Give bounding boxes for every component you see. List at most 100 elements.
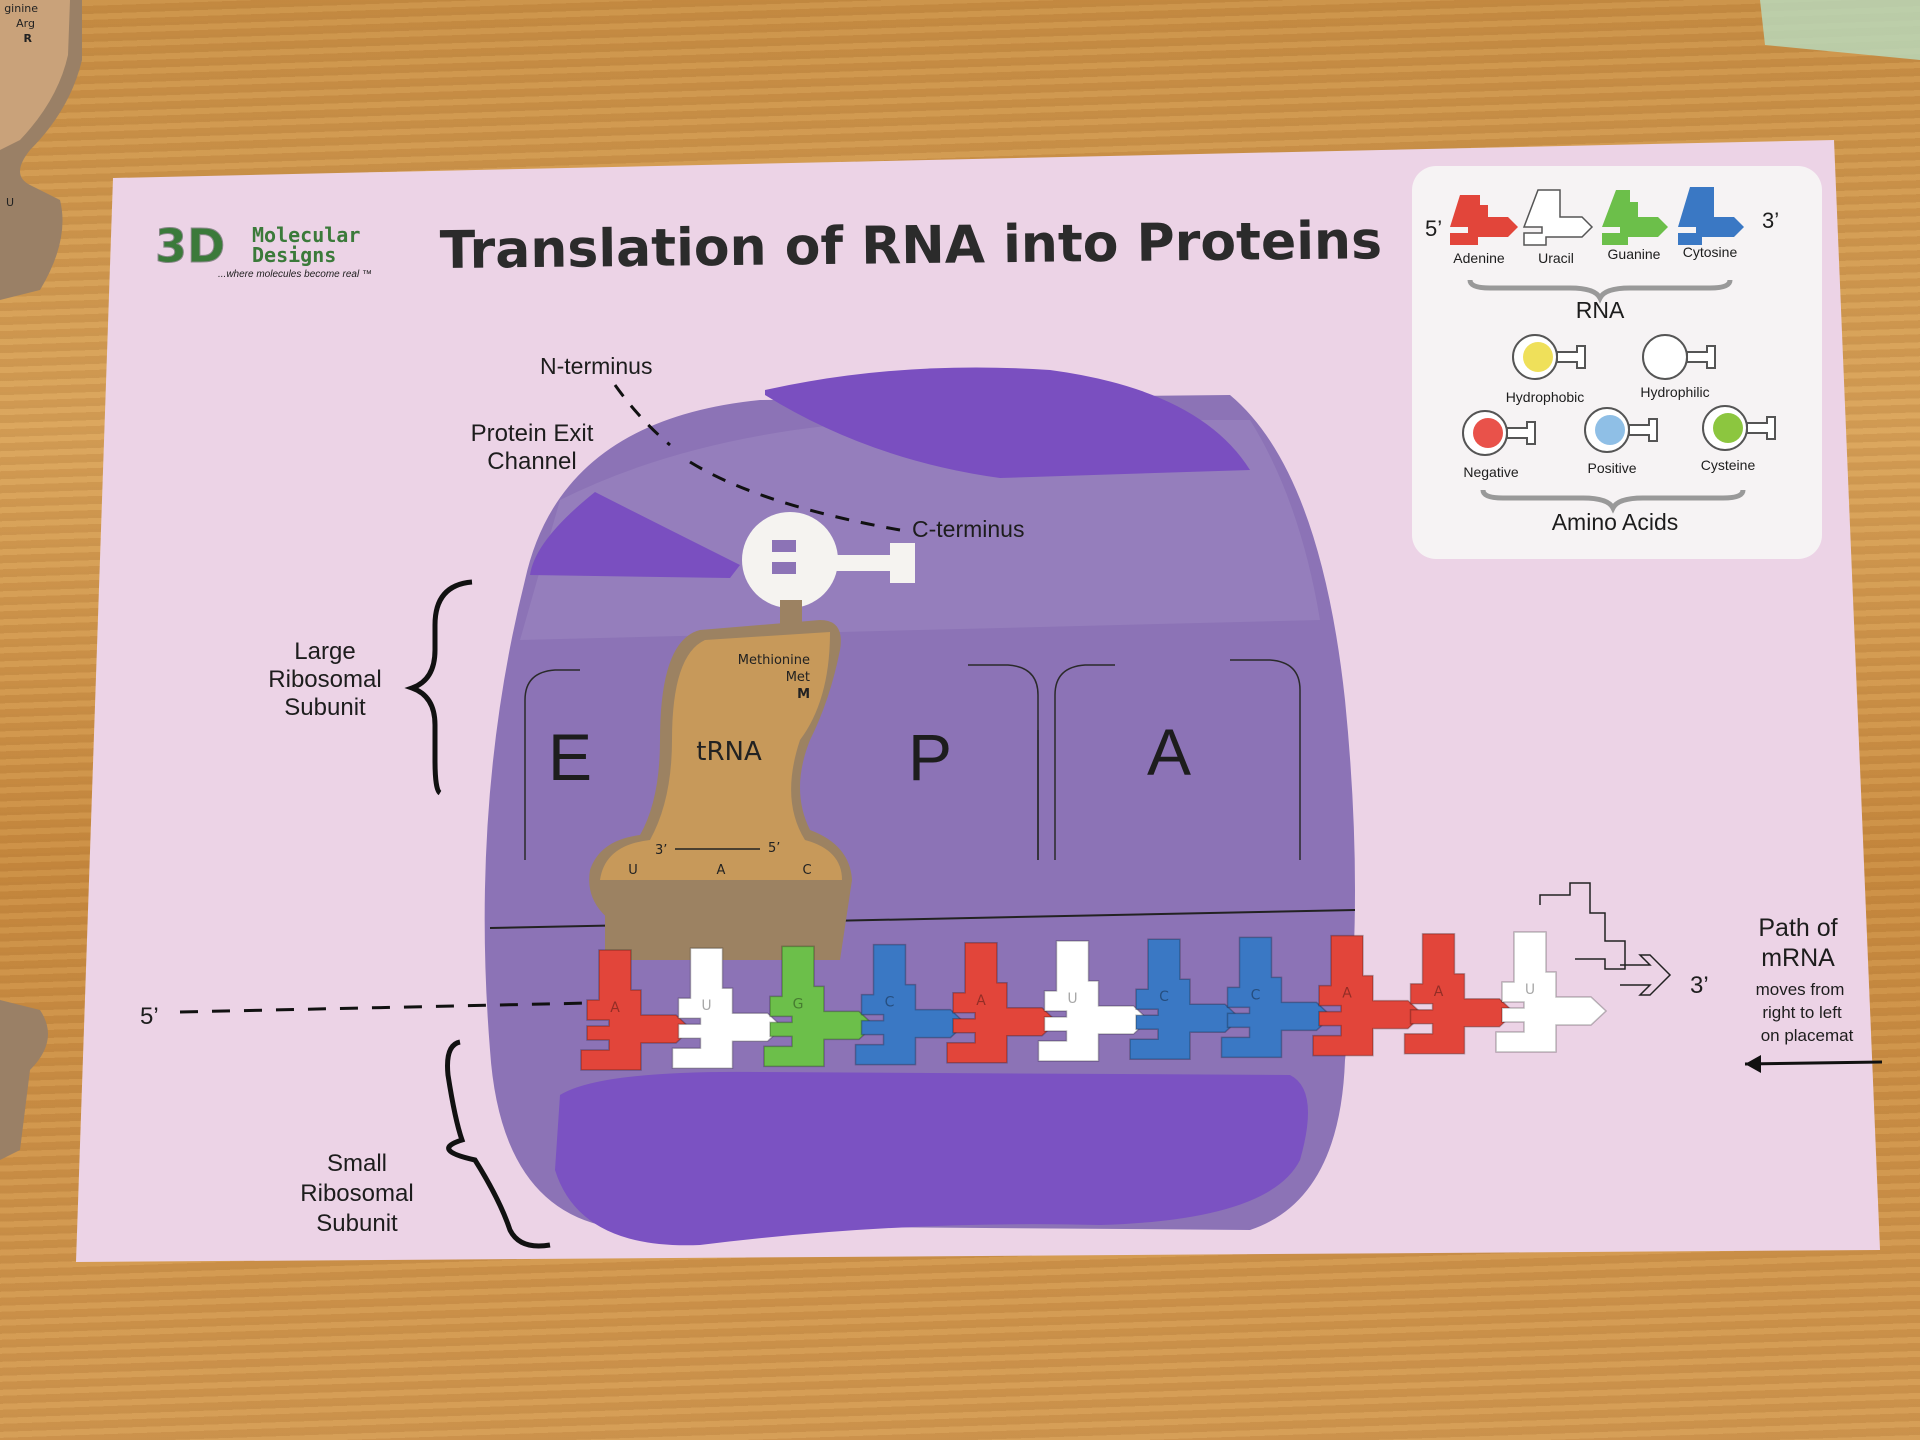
nucleotide-letter: A	[976, 993, 986, 1009]
svg-text:...where molecules become real: ...where molecules become real ™	[218, 269, 372, 280]
mrna-3prime-label: 3’	[1690, 972, 1709, 999]
mrna-nucleotide-U: U	[1495, 931, 1608, 1053]
mrna-path-outline	[1539, 882, 1626, 970]
nucleotide-letter: C	[885, 995, 895, 1011]
legend-3prime: 3’	[1762, 208, 1779, 233]
svg-text:Methionine: Methionine	[738, 653, 810, 668]
legend-base-guanine: Guanine	[1602, 190, 1668, 262]
svg-text:Guanine: Guanine	[1608, 246, 1661, 262]
svg-text:mRNA: mRNA	[1761, 944, 1835, 972]
legend-base-cytosine: Cytosine	[1678, 187, 1744, 260]
svg-text:5’: 5’	[768, 841, 780, 856]
svg-text:U: U	[628, 863, 638, 878]
c-terminus-label: C-terminus	[912, 516, 1024, 542]
mrna-nucleotide-A: A	[946, 942, 1059, 1064]
legend-box: 5’ 3’ Adenine Uracil Guanine Cytosine RN…	[1412, 166, 1822, 559]
site-a-label: A	[1147, 715, 1191, 789]
exit-channel-label: Protein Exit	[471, 420, 594, 447]
nucleotide-letter: U	[701, 998, 711, 1014]
svg-text:A: A	[717, 863, 726, 878]
mrna-nucleotide-C: C	[854, 943, 967, 1066]
svg-text:C: C	[802, 863, 811, 878]
large-subunit-brace	[404, 579, 473, 796]
site-p-label: P	[908, 720, 952, 794]
mrna-nucleotide-A: A	[1403, 933, 1516, 1055]
legend-base-uracil: Uracil	[1522, 189, 1594, 266]
mrna-nucleotide-C: C	[1220, 936, 1333, 1059]
legend-amino-acids-label: Amino Acids	[1552, 509, 1679, 535]
n-terminus-label: N-terminus	[540, 353, 652, 379]
svg-text:Met: Met	[786, 670, 810, 685]
legend-5prime: 5’	[1425, 216, 1442, 241]
svg-text:Path of: Path of	[1758, 914, 1837, 942]
svg-text:Adenine: Adenine	[1453, 250, 1505, 266]
small-subunit-brace	[445, 1039, 551, 1249]
large-subunit-label: Large	[294, 638, 355, 665]
legend-aa-hydrophilic: Hydrophilic	[1640, 334, 1716, 400]
mrna-path-note: Path of mRNA moves from right to left on…	[1744, 914, 1883, 1073]
mrna-strand: A U G C A U C C A A U	[580, 931, 1608, 1071]
svg-text:Hydrophilic: Hydrophilic	[1640, 384, 1709, 400]
small-subunit-label-3: Subunit	[316, 1210, 398, 1237]
svg-text:Negative: Negative	[1463, 464, 1518, 480]
nucleotide-letter: A	[1434, 984, 1444, 1000]
svg-text:on placemat: on placemat	[1761, 1026, 1854, 1045]
protein-path-dashed	[613, 384, 901, 532]
svg-text:Designs: Designs	[252, 243, 336, 267]
site-e-label: E	[548, 720, 592, 794]
svg-text:Cysteine: Cysteine	[1701, 457, 1756, 473]
page-title: Translation of RNA into Proteins	[440, 211, 1383, 281]
mrna-nucleotide-A: A	[580, 949, 693, 1071]
large-subunit-label-2: Ribosomal	[268, 666, 381, 693]
exit-channel-label-2: Channel	[487, 448, 576, 475]
svg-text:3’: 3’	[655, 843, 667, 858]
mrna-nucleotide-U: U	[1037, 940, 1150, 1062]
small-subunit-label-2: Ribosomal	[300, 1180, 413, 1207]
side-trna-piece: ginine Arg R U	[0, 0, 82, 1160]
mrna-5prime-label: 5’	[140, 1003, 159, 1030]
nucleotide-letter: C	[1159, 989, 1169, 1005]
svg-text:right to left: right to left	[1762, 1003, 1842, 1022]
exit-channel-piece	[530, 492, 740, 578]
small-ribosomal-subunit	[555, 1071, 1308, 1246]
side-piece-abbr: Arg	[16, 17, 35, 30]
mrna-nucleotide-A: A	[1312, 934, 1425, 1057]
mrna-5prime-dashed	[179, 1001, 591, 1014]
svg-text:M: M	[797, 687, 810, 702]
logo: 3D Molecular Designs ...where molecules …	[155, 219, 372, 281]
nucleotide-letter: U	[1067, 991, 1077, 1007]
small-subunit-label: Small	[327, 1150, 387, 1177]
legend-base-adenine: Adenine	[1450, 195, 1518, 266]
large-subunit-label-3: Subunit	[284, 694, 366, 721]
mrna-nucleotide-G: G	[763, 945, 876, 1068]
side-piece-letter: U	[6, 196, 14, 209]
svg-text:Hydrophobic: Hydrophobic	[1506, 389, 1585, 405]
svg-text:Positive: Positive	[1587, 460, 1636, 476]
nucleotide-letter: C	[1251, 987, 1261, 1003]
upper-subunit-piece	[765, 367, 1250, 478]
svg-text:3D: 3D	[155, 219, 225, 273]
legend-aa-cysteine: Cysteine	[1701, 405, 1776, 473]
svg-text:Uracil: Uracil	[1538, 250, 1574, 266]
trna-piece: Methionine Met M tRNA 3’ 5’ U A C	[589, 620, 852, 960]
svg-text:Molecular: Molecular	[252, 223, 360, 247]
legend-aa-hydrophobic: Hydrophobic	[1506, 334, 1586, 405]
legend-aa-negative: Negative	[1462, 410, 1536, 480]
plastic-bag	[1760, 0, 1920, 60]
nucleotide-letter: U	[1525, 982, 1535, 998]
nucleotide-letter: A	[610, 1000, 620, 1016]
svg-text:Cytosine: Cytosine	[1683, 244, 1738, 260]
mrna-nucleotide-C: C	[1129, 938, 1242, 1060]
svg-text:moves from: moves from	[1756, 980, 1845, 999]
ribosome-sites	[524, 659, 1301, 860]
nucleotide-letter: G	[793, 996, 804, 1012]
side-piece-code: R	[24, 32, 33, 45]
left-arrow-icon	[1744, 1060, 1883, 1066]
trna-label: tRNA	[696, 737, 762, 767]
nucleotide-letter: A	[1342, 986, 1352, 1002]
legend-aa-positive: Positive	[1584, 407, 1658, 476]
amino-acid-piece	[742, 512, 915, 628]
side-piece-name: ginine	[4, 2, 38, 15]
legend-rna-label: RNA	[1576, 297, 1625, 323]
